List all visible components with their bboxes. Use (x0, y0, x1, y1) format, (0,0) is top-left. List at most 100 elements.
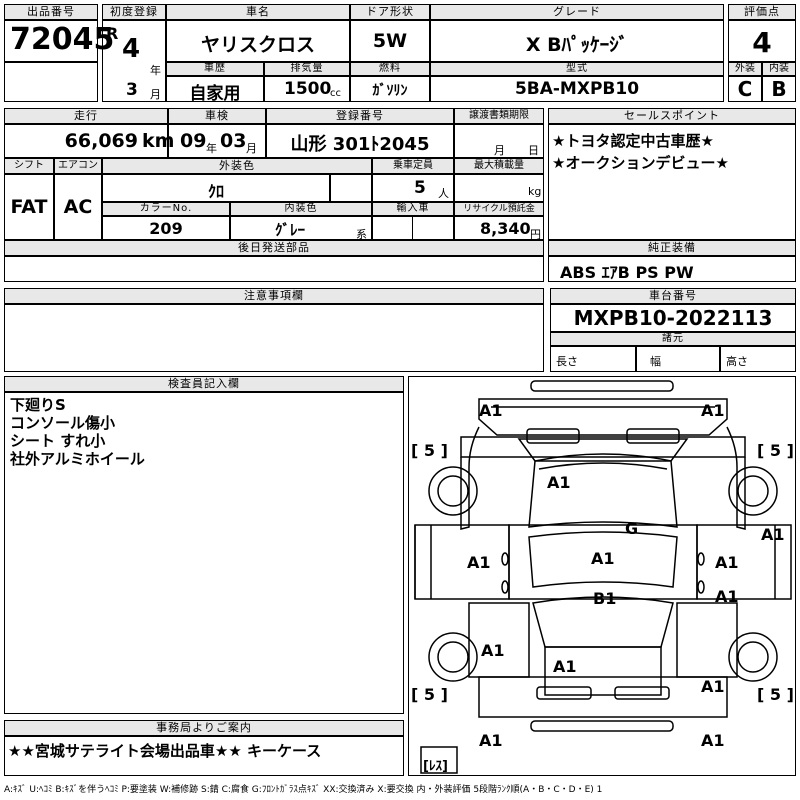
lot-blank (4, 62, 98, 102)
model: 5BA-MXPB10 (514, 79, 640, 99)
equipment-header: 純正装備 (548, 240, 796, 256)
notes-box (4, 304, 544, 372)
later-parts-box (4, 256, 544, 282)
history-header: 車歴 (166, 62, 264, 76)
capacity-unit: 人 (438, 187, 449, 200)
damage-mark: A1 (701, 677, 725, 696)
cc-unit: cc (330, 88, 341, 99)
model-box (430, 76, 724, 102)
ext-score-box (728, 76, 762, 102)
capacity-header: 乗車定員 (372, 158, 454, 174)
fuel-box (350, 76, 430, 102)
era: R (106, 24, 119, 43)
import-box (372, 216, 454, 240)
grade: X Bﾊﾟｯｹｰｼﾞ (525, 34, 629, 56)
score-box (728, 20, 796, 62)
equipment-box (548, 256, 796, 282)
recycle-box (454, 216, 544, 240)
lot-box (4, 20, 98, 62)
ext-color-header: 外装色 (102, 158, 372, 174)
later-parts-header: 後日発送部品 (4, 240, 544, 256)
dims-length: 長さ (556, 355, 578, 368)
km-unit: km (142, 130, 175, 152)
recycle: 8,340 (480, 219, 531, 238)
capacity-box (372, 174, 454, 202)
insp-year-unit: 年 (206, 142, 217, 155)
transfer-day-unit: 日 (528, 144, 539, 157)
damage-mark: G (625, 519, 639, 538)
aircon-box (54, 174, 102, 240)
inspection-month: 03 (220, 130, 247, 152)
dims-length-box (550, 346, 636, 372)
score: 4 (752, 26, 772, 59)
first-reg-year: 4 (122, 34, 141, 64)
transfer-box (454, 124, 544, 158)
inspector-line-1: 下廻りS (10, 396, 66, 414)
inspector-header: 検査員記入欄 (4, 376, 404, 392)
transfer-month-unit: 月 (494, 144, 505, 157)
inspection-box (168, 124, 266, 158)
legend: A:ｷｽﾞ U:ﾍｺﾐ B:ｷｽﾞを伴うﾍｺﾐ P:要塗装 W:補修跡 S:錆 … (4, 785, 603, 795)
damage-mark: A1 (547, 473, 571, 492)
color-no-box (102, 216, 230, 240)
int-score-header: 内装 (762, 62, 796, 76)
transfer-header: 譲渡書類期限 (454, 108, 544, 124)
damage-mark: A1 (481, 641, 505, 660)
tire-depth-rl: [ 5 ] (411, 685, 448, 704)
dims-width-box (636, 346, 720, 372)
aircon-header: エアコン (54, 158, 102, 174)
door-type: 5W (372, 30, 408, 52)
plate-header: 登録番号 (266, 108, 454, 124)
chassis-number: MXPB10-2022113 (573, 306, 773, 330)
color-no: 209 (149, 219, 183, 238)
ext-color-extra (330, 174, 372, 202)
plate: 山形 301ﾄ2045 (290, 134, 430, 155)
damage-mark: A1 (591, 549, 615, 568)
shift-header: シフト (4, 158, 54, 174)
chassis-box (550, 304, 796, 332)
chassis-header: 車台番号 (550, 288, 796, 304)
int-color: ｸﾞﾚｰ (274, 221, 305, 239)
score-header: 評価点 (728, 4, 796, 20)
import-header: 輸入車 (372, 202, 454, 216)
int-color-unit: 系 (356, 228, 367, 241)
int-score: B (771, 77, 787, 101)
office-header: 事務局よりご案内 (4, 720, 404, 736)
dims-header: 諸元 (550, 332, 796, 346)
grade-box (430, 20, 724, 62)
door-box (350, 20, 430, 62)
recycle-header: リサイクル預託金 (454, 202, 544, 216)
int-score-box (762, 76, 796, 102)
damage-mark: A1 (467, 553, 491, 572)
capacity: 5 (414, 178, 426, 198)
sales-points-header: セールスポイント (548, 108, 796, 124)
first-reg-header: 初度登録 (102, 4, 166, 20)
office-notice: ★★宮城サテライト会場出品車★★ キーケース (8, 742, 322, 760)
maxload-header: 最大積載量 (454, 158, 544, 174)
spare-tire: [ﾚｽ] (423, 759, 448, 774)
mileage-header: 走行 (4, 108, 168, 124)
month-unit: 月 (150, 88, 161, 101)
ext-color-box (102, 174, 330, 202)
dims-height-box (720, 346, 796, 372)
sales-point-1: ★トヨタ認定中古車歴★ (552, 132, 714, 150)
damage-mark: A1 (701, 401, 725, 420)
tire-depth-fl: [ 5 ] (411, 441, 448, 460)
displacement-box (264, 76, 350, 102)
maxload-box (454, 174, 544, 202)
shift: FAT (10, 196, 48, 218)
damage-mark: A1 (715, 587, 739, 606)
displacement-header: 排気量 (264, 62, 350, 76)
car-name-header: 車名 (166, 4, 350, 20)
recycle-unit: 円 (530, 228, 541, 241)
fuel-header: 燃料 (350, 62, 430, 76)
sales-points-box (548, 124, 796, 240)
shift-box (4, 174, 54, 240)
plate-box (266, 124, 454, 158)
dims-height: 高さ (726, 355, 748, 368)
grade-header: グレード (430, 4, 724, 20)
history: 自家用 (189, 84, 241, 104)
tire-depth-rr: [ 5 ] (757, 685, 794, 704)
ext-score: C (737, 77, 753, 101)
int-color-header: 内装色 (230, 202, 372, 216)
